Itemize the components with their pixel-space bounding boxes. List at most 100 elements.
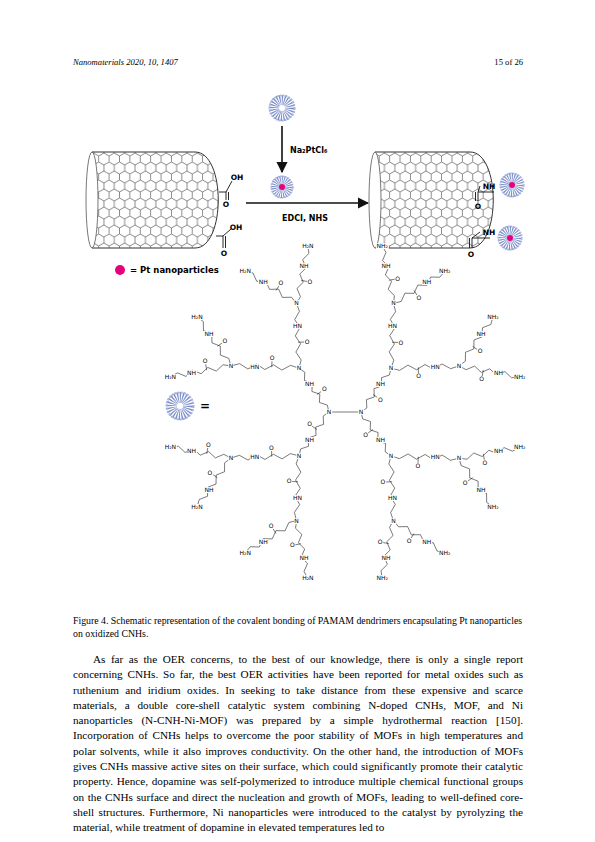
terminal-amine: NH₂ <box>487 314 499 320</box>
atom-label: O <box>415 463 421 469</box>
carbonyl-bond <box>383 543 389 544</box>
atom-label: O <box>202 358 208 364</box>
dendrimer-icon <box>167 393 194 420</box>
body-paragraph: As far as the OER concerns, to the best … <box>73 652 523 836</box>
atom-label: O <box>286 478 292 484</box>
atom-label: O <box>223 201 229 209</box>
atom-label: N <box>294 518 300 524</box>
dendrimer-icon <box>269 95 294 120</box>
legend-swatch <box>115 265 125 275</box>
atom-label: O <box>378 397 384 403</box>
atom-label: HN <box>430 454 440 460</box>
atom-label: NH <box>187 448 197 454</box>
atom-label: O <box>482 460 488 466</box>
terminal-amine: H₂N <box>191 504 203 510</box>
reaction-arrow <box>246 202 368 204</box>
page-number: 15 of 26 <box>494 58 523 67</box>
bond-chain <box>295 303 301 368</box>
bond-chain <box>459 458 493 507</box>
atom-label: O <box>395 276 401 282</box>
bond-chain <box>459 447 520 459</box>
carbonyl-bond <box>392 342 398 343</box>
equals-sign: = <box>200 400 210 412</box>
atom-label: NH <box>381 263 391 269</box>
atom-label: O <box>268 523 274 529</box>
atom-label: N <box>456 363 462 369</box>
terminal-amine: H₂N <box>191 314 203 320</box>
atom-label: OH <box>230 224 243 232</box>
nanohorn <box>92 152 218 248</box>
atom-label: O <box>477 348 483 354</box>
bond-chain <box>170 365 231 377</box>
atom-label: O <box>207 470 213 476</box>
atom-label: O <box>222 338 228 344</box>
bond-chain <box>231 364 299 370</box>
amide-bonds <box>470 186 495 248</box>
reagent-label: EDCI, NHS <box>282 215 328 223</box>
atom-label: N <box>228 363 234 369</box>
bond-chain <box>245 271 296 303</box>
atom-label: NH <box>483 229 496 237</box>
terminal-amine: NH₂ <box>513 374 525 380</box>
atom-label: N <box>228 455 234 461</box>
atom-label: O <box>289 542 295 548</box>
atom-label: O <box>278 280 284 286</box>
atom-label: N <box>388 453 394 459</box>
bond-chain <box>391 364 459 370</box>
bond-chain <box>391 454 459 460</box>
terminal-amine: NH₂ <box>376 243 388 249</box>
carboxyl-bonds <box>216 181 232 248</box>
terminal-amine: H₂N <box>302 575 314 581</box>
carbonyl-bond <box>368 430 373 433</box>
bond-chain <box>294 456 300 521</box>
atom-label: O <box>363 432 369 438</box>
atom-label: NH <box>187 370 197 376</box>
bond-chain <box>382 246 394 304</box>
terminal-amine: H₂N <box>302 243 314 249</box>
carbonyl-bond <box>276 285 279 290</box>
pt-dot <box>279 184 285 190</box>
atom-label: NH <box>476 331 486 337</box>
dendrimer-icon <box>500 173 523 196</box>
atom-label: HN <box>292 323 302 329</box>
dendrimer-icon <box>271 176 293 198</box>
journal-header: Nanomaterials 2020, 10, 1407 <box>73 58 178 67</box>
atom-label: N <box>456 455 462 461</box>
atom-label: NH <box>483 183 496 191</box>
atom-label: NH <box>422 279 432 285</box>
atom-label: N <box>296 453 302 459</box>
bond-chain <box>296 521 308 579</box>
atom-label: NH <box>204 331 214 337</box>
figure-caption: Figure 4. Schematic representation of th… <box>73 614 523 640</box>
bond-chain <box>361 412 391 456</box>
atom-label: NH <box>493 370 503 376</box>
atom-label: NH <box>299 555 309 561</box>
atom-label: NH <box>422 539 432 545</box>
terminal-amine: NH₂ <box>439 550 451 556</box>
carbonyl-bond <box>468 478 473 481</box>
atom-label: N <box>388 365 394 371</box>
atom-label: NH <box>204 487 214 493</box>
pt-dot <box>509 182 515 188</box>
bond-chain <box>389 456 395 521</box>
atom-label: O <box>406 538 412 544</box>
pt-dot <box>507 235 513 241</box>
atom-label: HN <box>430 364 440 370</box>
bond-chain <box>245 521 296 553</box>
atom-label: O <box>205 442 211 448</box>
carbonyl-bond <box>273 528 276 533</box>
reaction-arrow <box>281 126 283 172</box>
nanohorn <box>375 152 493 248</box>
atom-label: NH <box>376 381 386 387</box>
carbonyl-bond <box>271 361 272 367</box>
dendrimer-structure <box>170 246 519 579</box>
atom-label: N <box>391 518 397 524</box>
bond-chain <box>299 368 329 412</box>
carbonyl-bond <box>292 481 298 482</box>
atom-label: O <box>322 386 328 392</box>
atom-label: N <box>358 409 364 415</box>
carbonyl-bond <box>207 448 208 454</box>
nanohorn-opening <box>369 152 381 248</box>
